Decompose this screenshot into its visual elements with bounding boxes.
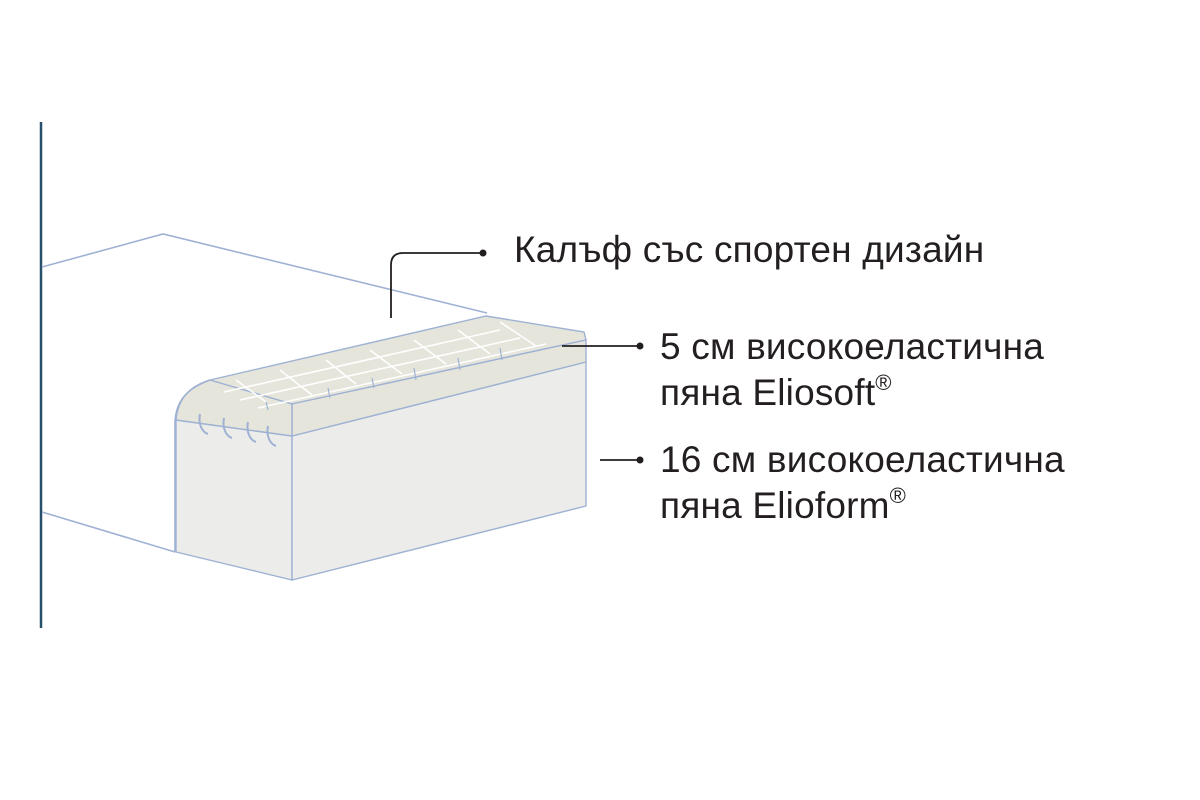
base-layer-front: [175, 419, 293, 581]
callout-cover-line1: Калъф със спортен дизайн: [514, 229, 985, 270]
callout-top-layer-line1: 5 см високоеластична: [660, 326, 1044, 367]
leader-dots: [479, 249, 644, 464]
cover-outline: [41, 233, 488, 553]
callout-top-layer-label: 5 см високоеластична пяна Eliosoft®: [660, 324, 1044, 416]
quilting-grid: [223, 321, 547, 409]
front-edge-curve: [174, 379, 211, 552]
registered-mark: ®: [889, 483, 907, 508]
stitch-loops: [198, 413, 277, 447]
leader-lines: [390, 252, 638, 461]
leader-cover: [390, 252, 482, 318]
leader-dot-base-layer: [636, 456, 644, 464]
registered-mark: ®: [875, 370, 892, 395]
callout-top-layer-line2-wrap: пяна Eliosoft®: [660, 370, 1044, 416]
callout-base-layer-line1: 16 см високоеластична: [660, 439, 1065, 480]
callout-top-layer-line2: пяна Eliosoft: [660, 372, 876, 413]
leader-dot-cover: [479, 249, 487, 257]
callout-cover-label: Калъф със спортен дизайн: [514, 227, 984, 273]
callout-base-layer-line2: пяна Elioform: [660, 485, 890, 526]
callout-base-layer-line2-wrap: пяна Elioform®: [660, 483, 1065, 529]
quilting-ticks: [265, 347, 503, 411]
leader-dot-top-layer: [636, 342, 644, 350]
callout-base-layer-label: 16 см високоеластична пяна Elioform®: [660, 437, 1065, 529]
